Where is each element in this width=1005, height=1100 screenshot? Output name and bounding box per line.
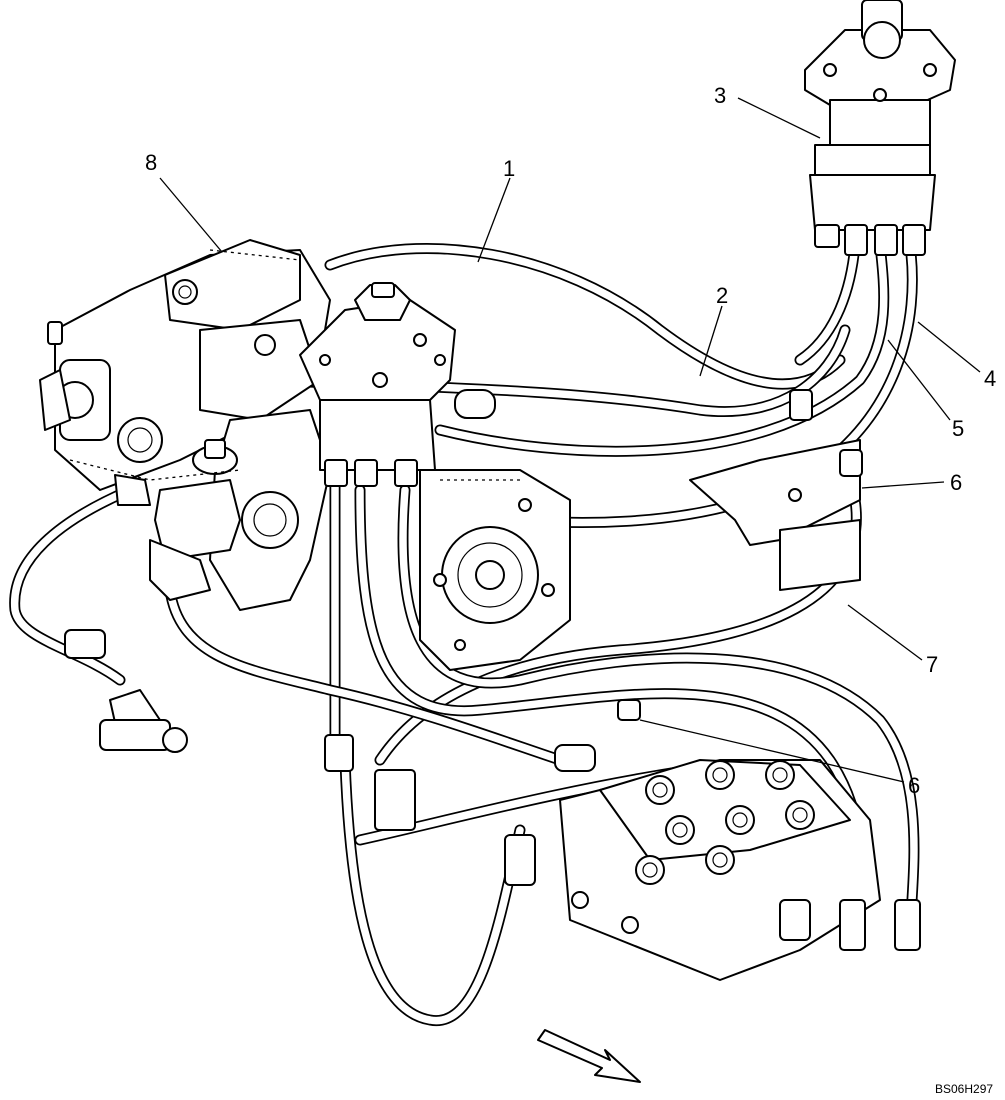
callout-7: 7	[926, 652, 938, 677]
callout-labels: 1 2 3 4 5 6 6 7 8	[145, 83, 996, 798]
control-valve-bank	[559, 759, 921, 981]
hose-return-bottom	[339, 754, 526, 1026]
callout-2: 2	[716, 283, 728, 308]
callout-4: 4	[984, 366, 996, 391]
hydraulic-pump-assembly	[39, 239, 331, 611]
tee-fitting-lower-left	[64, 629, 641, 886]
drawing-reference-code: BS06H297	[935, 1082, 993, 1096]
hose-5	[794, 239, 861, 366]
leader-6a	[861, 481, 945, 489]
leader-6b	[639, 719, 905, 783]
hose-1	[324, 242, 846, 390]
drive-motor-housing	[419, 469, 571, 671]
leader-4	[917, 321, 981, 373]
callout-5: 5	[952, 416, 964, 441]
leader-5	[887, 339, 951, 421]
leader-2	[699, 305, 723, 377]
leader-7	[847, 604, 923, 661]
steering-unit	[804, 0, 956, 256]
callout-8: 8	[145, 150, 157, 175]
leader-3	[737, 97, 821, 139]
callout-6-upper: 6	[950, 470, 962, 495]
callout-1: 1	[503, 156, 515, 181]
callout-3: 3	[714, 83, 726, 108]
callout-6-lower: 6	[908, 773, 920, 798]
leader-8	[159, 177, 223, 253]
center-valve-block	[299, 282, 456, 487]
leader-lines	[159, 97, 981, 783]
hose-left-lower	[164, 584, 566, 766]
hose-bracket-upper	[454, 389, 863, 591]
leader-1	[477, 177, 511, 263]
direction-arrow-icon	[537, 1029, 641, 1083]
